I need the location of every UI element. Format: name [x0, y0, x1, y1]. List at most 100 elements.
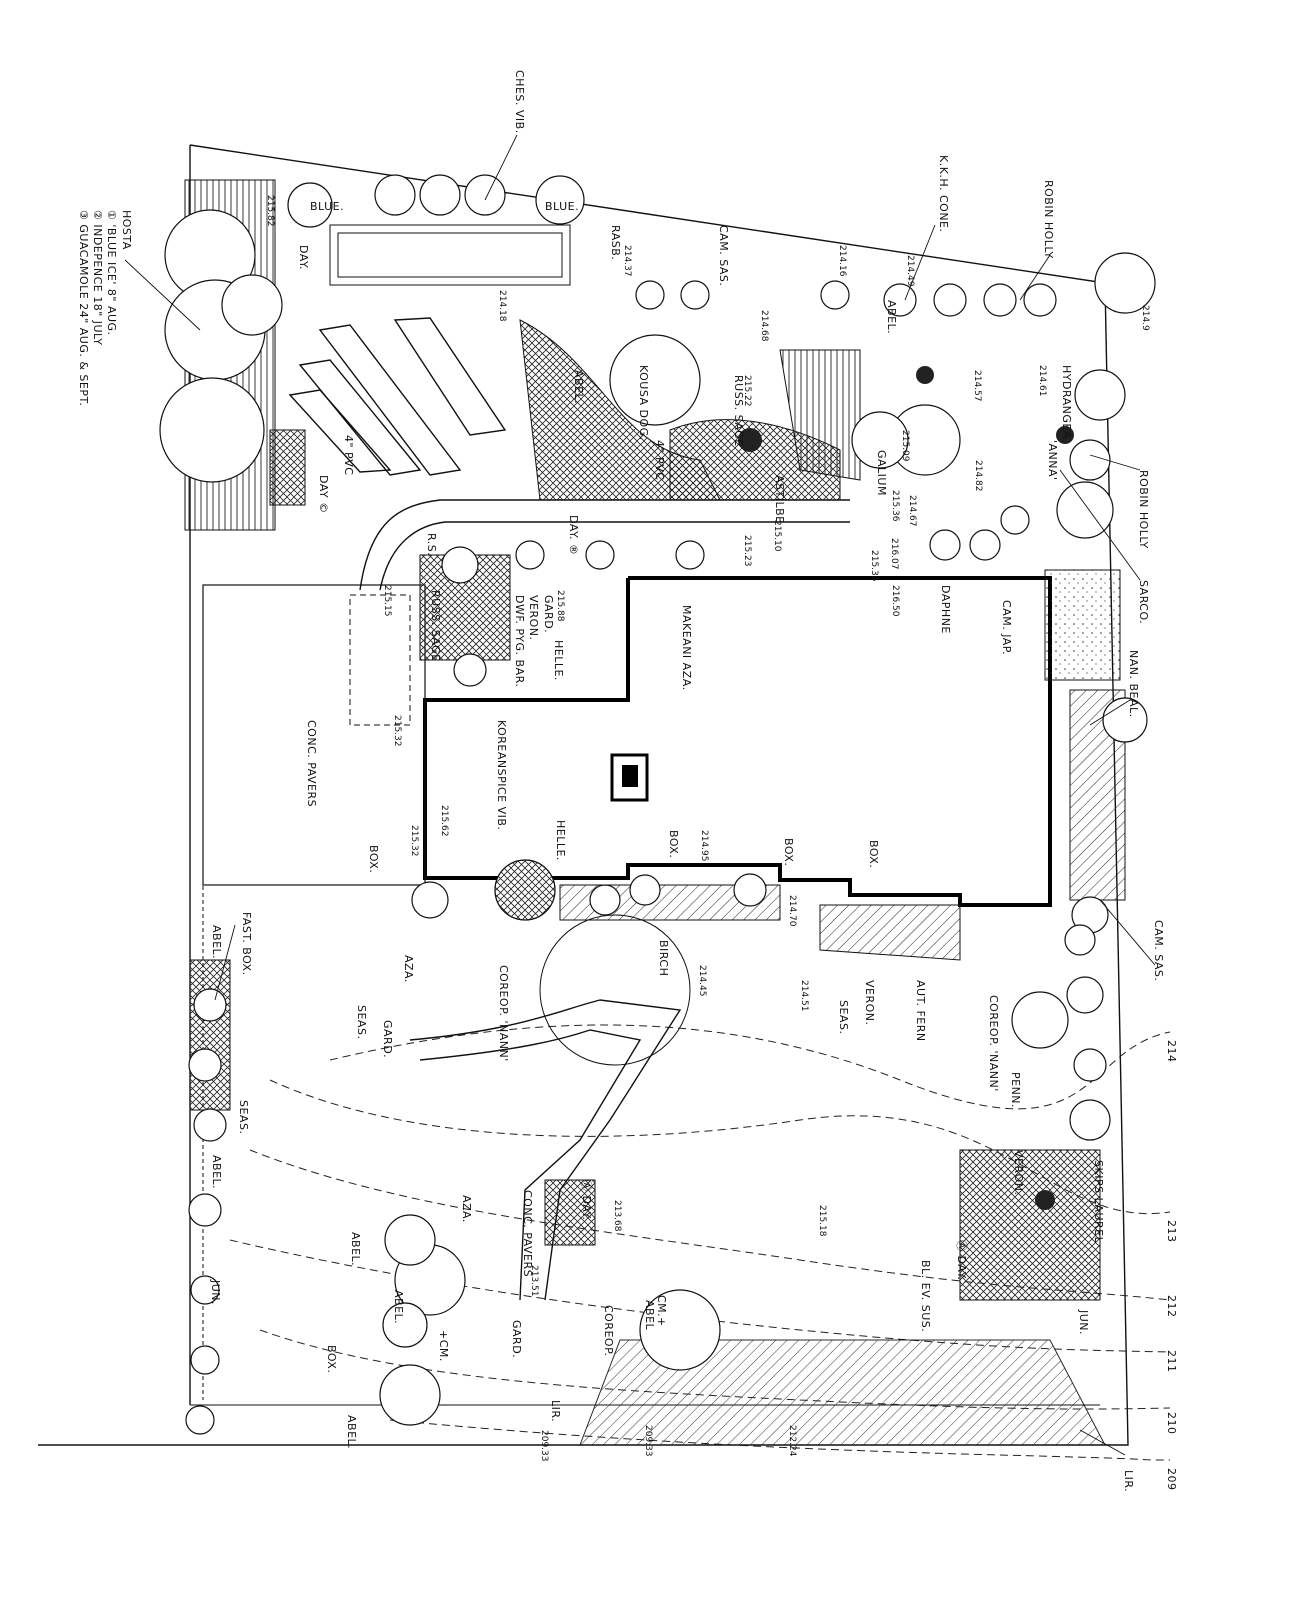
label-bl-ev-sus: BL. EV. SUS.	[919, 1260, 932, 1332]
elev-e3: 214.16	[837, 245, 847, 277]
label-abel-left2: ABEL.	[210, 1155, 223, 1189]
leader-lines	[124, 134, 1156, 1456]
contour-212: 212	[1165, 1295, 1178, 1318]
label-kkh-cone: K.K.H. CONE.	[937, 155, 950, 233]
label-coreop-nann: COREOP. 'NANN'	[497, 965, 510, 1062]
elev-e18: 215.35	[869, 550, 879, 582]
label-conc-pavers-top: CONC. PAVERS	[305, 720, 318, 807]
label-pvc-4b: 4" PVC	[653, 440, 666, 480]
elev-e2: 214.37	[622, 245, 632, 277]
label-penn: PENN.	[1009, 1072, 1022, 1108]
label-anna: 'ANNA'	[1046, 440, 1059, 481]
label-daphne: DAPHNE	[939, 585, 952, 634]
elev-e13: 214.67	[907, 495, 917, 527]
elev-e33: 214.70	[787, 895, 797, 927]
label-gard-top: GARD.	[542, 595, 555, 633]
label-koreanspice-vib: KOREANSPICE VIB.	[495, 720, 508, 830]
label-helle-mid: HELLE.	[554, 820, 567, 861]
contour-labels: 214 213 212 211 210 209	[1165, 1040, 1178, 1491]
elev-e24: 215.32	[409, 825, 419, 857]
label-day-c: DAY ©	[317, 475, 330, 514]
label-abel-bottom: ABEL.	[345, 1415, 358, 1449]
concrete-pavers-driveway	[202, 584, 426, 1400]
label-hydrangea: HYDRANGEA	[1060, 365, 1073, 439]
label-cm-a: CM.+	[655, 1295, 668, 1327]
elev-e10: 214.61	[1037, 365, 1047, 397]
label-day-top: DAY.	[297, 245, 310, 270]
elev-e21: 215.15	[382, 585, 392, 617]
label-ches-vib: CHES. VIB.	[513, 70, 526, 134]
elev-e28: 213.68	[612, 1200, 622, 1232]
label-cam-sas-top: CAM. SAS.	[717, 225, 730, 286]
label-hosta-2: ② INDEPENCE 18" JULY	[91, 210, 104, 345]
label-seas-far: SEAS.	[837, 1000, 850, 1034]
label-makeani-aza: MAKEANI AZA.	[680, 605, 693, 691]
label-kousa-dog: KOUSA DOG.	[637, 365, 650, 441]
elev-e11: 214.57	[972, 370, 982, 402]
label-box-far: BOX.	[867, 840, 880, 868]
label-coreop: COREOP.	[602, 1305, 615, 1357]
label-pvc-4: 4" PVC	[342, 435, 355, 475]
label-cam-jap: CAM. JAP.	[1000, 600, 1013, 655]
label-cm-b: +CM.	[437, 1330, 450, 1362]
label-nan-beal: NAN. BEAL.	[1127, 650, 1140, 718]
label-blue-1: BLUE.	[310, 200, 344, 213]
label-abel-top: ABEL.	[885, 300, 898, 334]
label-hosta-3: ③ GUACAMOLE 24" AUG. & SEPT.	[77, 210, 90, 406]
plant-labels: CHES. VIB. BLUE. BLUE. RASB. CAM. SAS. K…	[77, 70, 1165, 1492]
label-day-a1: Ⓐ DAY.	[580, 1180, 593, 1220]
label-box-right: BOX.	[782, 838, 795, 866]
label-russ-sage-left: RUSS. SAGE	[429, 590, 442, 662]
label-fast-box: FAST. BOX.	[240, 912, 253, 976]
label-rasb: RASB.	[609, 225, 622, 260]
label-astilbe: ASTILBE	[773, 475, 786, 524]
elev-e12: 215.09	[900, 430, 910, 462]
label-dwf-pyg-bar: DWF. PYG. BAR.	[513, 595, 526, 687]
label-galium: GALIUM	[875, 450, 888, 496]
label-box-mid: BOX.	[667, 830, 680, 858]
label-hosta-1: ① 'BLUE ICE' 8" AUG.	[105, 210, 118, 336]
elev-e26: 214.45	[697, 965, 707, 997]
contour-209: 209	[1165, 1468, 1178, 1491]
elev-e6: 214.82	[973, 460, 983, 492]
walk-paths	[359, 499, 850, 1301]
label-blue-2: BLUE.	[545, 200, 579, 213]
elev-e8: 214.68	[759, 310, 769, 342]
label-box-bottom: BOX.	[325, 1345, 338, 1373]
contour-214: 214	[1165, 1040, 1178, 1063]
label-cam-sas-right: CAM. SAS.	[1152, 920, 1165, 981]
elev-e7: 214.18	[497, 290, 507, 322]
label-aza-left: AZA.	[402, 955, 415, 983]
label-aut-fern: AUT. FERN	[914, 980, 927, 1042]
elev-e19: 216.50	[890, 585, 900, 617]
contour-213: 213	[1165, 1220, 1178, 1243]
label-russ-sage-top: RUSS. SAGE	[732, 375, 745, 447]
elev-e31: 209.33	[643, 1425, 653, 1457]
label-birch: BIRCH	[657, 940, 670, 976]
label-veron-right: VERON.	[1012, 1150, 1025, 1196]
label-sarco: SARCO.	[1137, 580, 1150, 624]
trees-and-shrubs	[159, 174, 1156, 1435]
label-coreop-nann-right: COREOP. 'NANN'	[987, 995, 1000, 1092]
elev-e25: 214.95	[699, 830, 709, 862]
label-lir-bottom: LIR.	[549, 1400, 562, 1422]
elev-e4: 214.49	[905, 255, 915, 287]
contour-210: 210	[1165, 1412, 1178, 1435]
label-day-b: DAY. ®	[567, 515, 580, 555]
label-robin-holly-right: ROBIN HOLLY	[1137, 470, 1150, 549]
label-seas-left: SEAS.	[355, 1005, 368, 1039]
contour-211: 211	[1165, 1350, 1178, 1373]
label-rs: R.S.	[425, 533, 438, 556]
elev-e27: 214.51	[799, 980, 809, 1012]
label-skips-laurel: SKIPS LAUREL	[1092, 1160, 1105, 1244]
label-abel-left3: ABEL.	[349, 1232, 362, 1266]
label-box-left: BOX.	[367, 845, 380, 873]
elev-e23: 215.62	[439, 805, 449, 837]
elev-e20: 215.88	[555, 590, 565, 622]
elev-e32: 212.24	[787, 1425, 797, 1457]
elev-e15: 215.36	[890, 490, 900, 522]
elev-e9: 215.22	[742, 375, 752, 407]
label-lir-right: LIR.	[1122, 1470, 1135, 1492]
elev-e30: 209.33	[539, 1430, 549, 1462]
